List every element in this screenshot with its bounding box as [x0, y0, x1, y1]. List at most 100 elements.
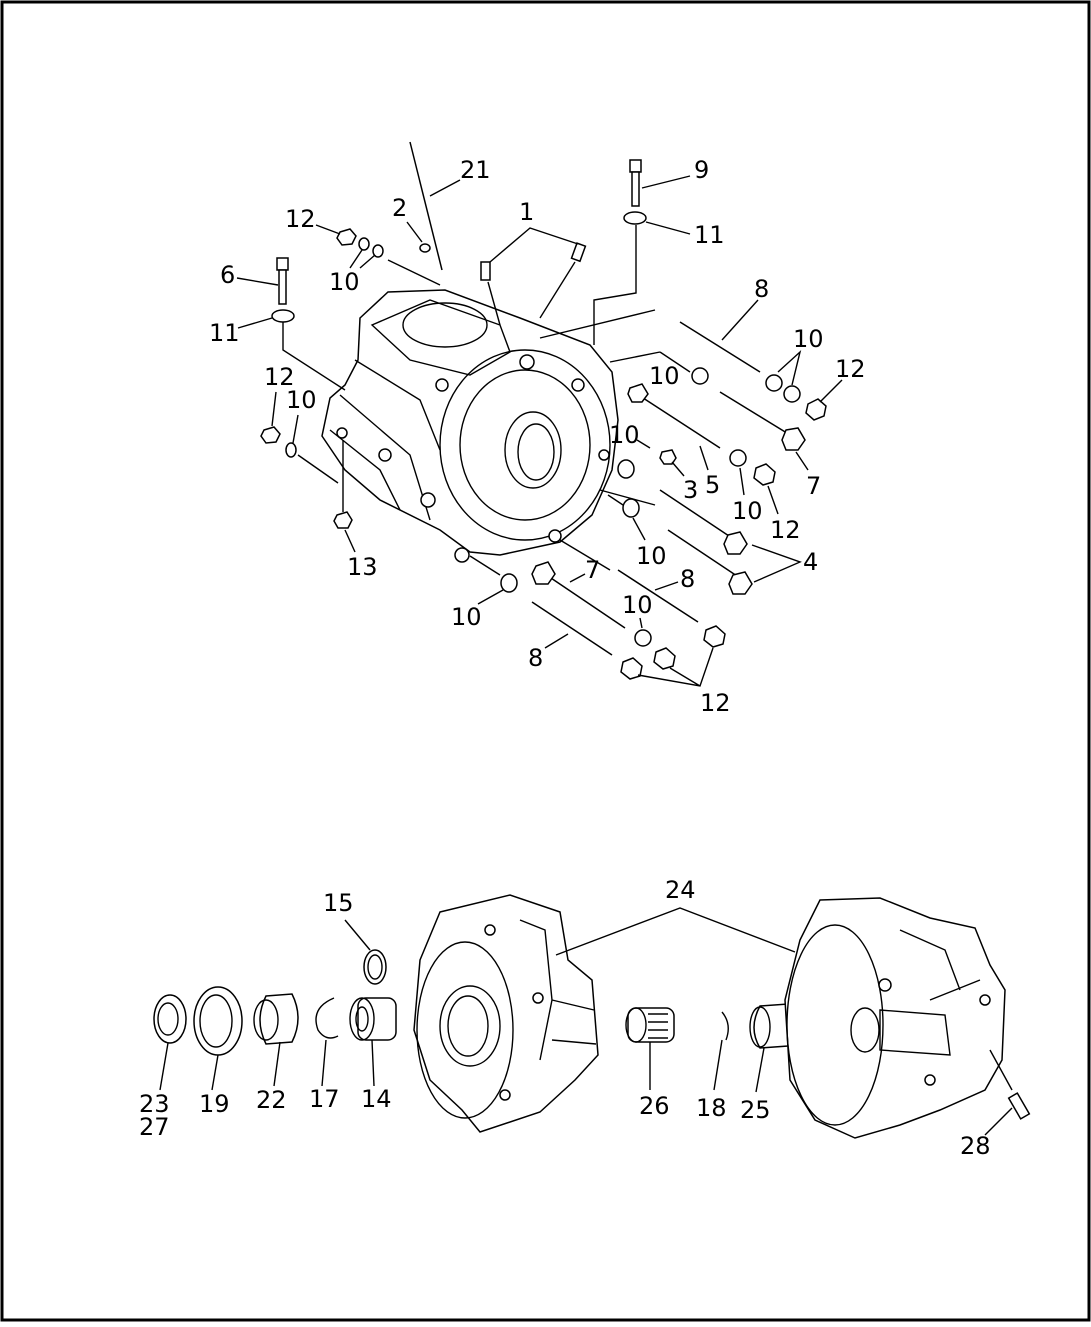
- leader-11-left: [237, 317, 273, 329]
- bolt-5-head: [627, 383, 649, 403]
- leader-12-top: [315, 224, 341, 235]
- washer-10-a: [358, 237, 370, 251]
- callout-11-left: 11: [209, 319, 240, 347]
- housing-bearing-bore: [504, 411, 562, 489]
- line-8-upper: [539, 309, 656, 339]
- bolt-9-shank: [631, 171, 640, 207]
- boss-5: [548, 529, 562, 543]
- nut-12-top: [336, 228, 357, 246]
- callout-1: 1: [519, 198, 534, 226]
- leader-17: [321, 1039, 327, 1087]
- leader-15: [344, 919, 371, 951]
- callout-10-left: 10: [286, 386, 317, 414]
- callout-7-lower: 7: [585, 556, 600, 584]
- leader-12-mid: [767, 485, 779, 515]
- nut-12-bottom-a: [703, 625, 726, 648]
- leader-6: [236, 277, 279, 286]
- callout-8-lower: 8: [528, 644, 543, 672]
- bolt-4-lower-head: [728, 571, 753, 595]
- callout-12-left: 12: [264, 363, 295, 391]
- washer-10-bottom-b: [634, 629, 652, 647]
- line-9: [593, 225, 637, 345]
- washer-10-mid-a: [617, 459, 635, 479]
- nut-12-right: [805, 398, 827, 421]
- callout-2: 2: [392, 194, 407, 222]
- callout-10-top: 10: [329, 268, 360, 296]
- leader-4: [751, 544, 802, 583]
- housing-front-recess: [459, 369, 591, 521]
- leader-10-bottom-b: [639, 617, 643, 629]
- case-right-bore: [850, 1007, 880, 1053]
- bolt-6-head: [276, 257, 289, 271]
- leader-1: [489, 227, 579, 263]
- callout-13: 13: [347, 553, 378, 581]
- nut-12-mid: [753, 463, 776, 486]
- leader-13: [344, 529, 356, 553]
- stud-21: [409, 141, 443, 271]
- bolt-4-upper: [659, 489, 736, 541]
- washer-10-lower-a: [622, 498, 640, 518]
- snap-ring-17: [315, 997, 339, 1039]
- boss-3: [420, 492, 436, 508]
- bearing-14: [357, 997, 397, 1041]
- leader-5: [699, 445, 709, 471]
- line-10-right: [659, 351, 691, 373]
- callout-7-right: 7: [806, 472, 821, 500]
- housing-front-flange: [439, 349, 611, 541]
- bolt-4-lower: [667, 529, 741, 579]
- leader-9: [641, 175, 691, 189]
- boss-9: [378, 448, 392, 462]
- washer-10-right-a: [691, 367, 709, 385]
- leader-10-right: [777, 349, 802, 386]
- leader-19: [211, 1054, 219, 1091]
- plug-3: [659, 449, 677, 465]
- seal-23: [153, 994, 187, 1044]
- case-half-right: [784, 897, 1006, 1139]
- callout-26: 26: [639, 1092, 670, 1120]
- callout-10-bottom: 10: [451, 603, 482, 631]
- callout-17: 17: [309, 1085, 340, 1113]
- washer-10-right-c: [783, 385, 801, 403]
- housing-bearing-inner: [517, 423, 555, 481]
- callout-28: 28: [960, 1132, 991, 1160]
- line-left: [297, 454, 339, 484]
- leader-28: [984, 1107, 1013, 1136]
- leader-8-lower: [544, 633, 569, 649]
- upper-callouts: 1 2 3 4 5 6 7 7 8 8 8 9 10 10 10 10 10 1…: [209, 156, 866, 717]
- washer-11-right: [623, 211, 647, 225]
- leader-10-bottom: [477, 589, 504, 605]
- bolt-7-lower-head: [531, 561, 556, 585]
- lower-callouts: 14 15 17 18 19 22 23 24 25 26 27 28: [139, 876, 991, 1160]
- leader-22: [273, 1041, 281, 1087]
- line-10-bottom: [469, 555, 501, 576]
- nut-13: [333, 511, 353, 529]
- callout-24: 24: [665, 876, 696, 904]
- bolt-6-shank: [278, 269, 287, 305]
- leader-10-top: [349, 249, 376, 269]
- callout-9: 9: [694, 156, 709, 184]
- washer-10-bottom: [500, 573, 518, 593]
- leader-12-left: [271, 391, 277, 427]
- bolt-7-right: [719, 391, 796, 439]
- callout-21: 21: [460, 156, 491, 184]
- fitting-28: [1007, 1092, 1031, 1120]
- leader-21: [429, 179, 461, 197]
- housing-top-bore: [402, 302, 488, 348]
- line-10-lower-a: [607, 494, 624, 506]
- leader-23: [159, 1042, 169, 1091]
- line-1b: [539, 261, 576, 319]
- housing-rib-2: [329, 429, 401, 511]
- washer-10-right-b: [765, 374, 783, 392]
- boss-6: [598, 449, 610, 461]
- callout-4: 4: [803, 548, 818, 576]
- leader-10-left: [292, 414, 299, 444]
- callout-10-lower-a: 10: [636, 542, 667, 570]
- leader-11-right: [645, 221, 691, 235]
- callout-8-mid: 8: [680, 565, 695, 593]
- callout-6: 6: [220, 261, 235, 289]
- leader-7-right: [795, 451, 809, 471]
- callout-10-bottom-b: 10: [622, 591, 653, 619]
